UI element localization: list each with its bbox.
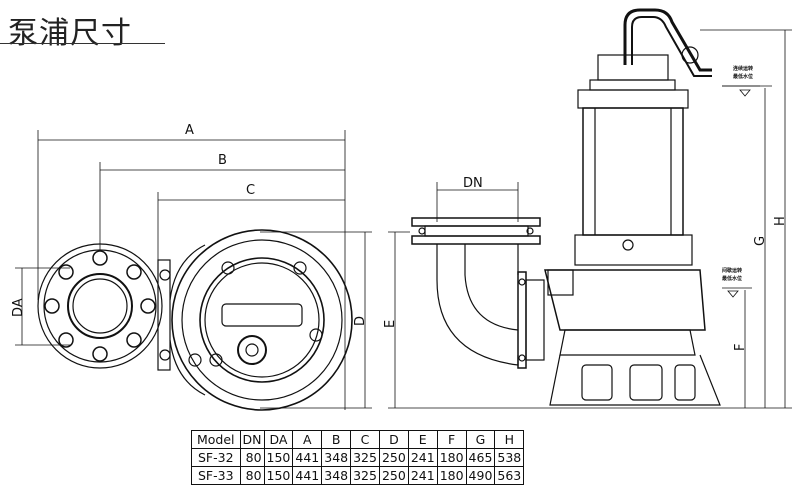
table-cell: 180 bbox=[436, 448, 467, 467]
header-cell: E bbox=[407, 430, 438, 449]
dimension-dn: DN bbox=[436, 176, 519, 222]
dimension-b: B bbox=[99, 153, 345, 250]
table-cell: SF-32 bbox=[191, 448, 241, 467]
header-cell: D bbox=[378, 430, 409, 449]
title-underline bbox=[0, 43, 165, 44]
table-row: SF-32 80 150 441 348 325 250 241 180 465… bbox=[191, 448, 525, 467]
dimension-table: Model DN DA A B C D E F G H SF-32 80 150… bbox=[191, 430, 525, 485]
header-cell: DA bbox=[263, 430, 294, 449]
table-cell: 563 bbox=[494, 466, 525, 485]
page-title: 泵浦尺寸 bbox=[8, 16, 132, 51]
header-cell: F bbox=[436, 430, 467, 449]
table-cell: 241 bbox=[407, 466, 438, 485]
dimension-da: DA bbox=[11, 267, 70, 346]
label-d: D bbox=[353, 316, 368, 326]
header-cell: Model bbox=[191, 430, 241, 449]
table-cell: 538 bbox=[494, 448, 525, 467]
table-row: SF-33 80 150 441 348 325 250 241 180 490… bbox=[191, 466, 525, 485]
table-cell: 80 bbox=[239, 466, 265, 485]
table-cell: 250 bbox=[378, 448, 409, 467]
table-cell: 348 bbox=[321, 448, 352, 467]
dimension-d: D bbox=[260, 231, 372, 409]
label-h: H bbox=[773, 216, 788, 226]
water-level-upper-line2: 最低水位 bbox=[733, 73, 753, 80]
water-level-upper-line1: 连续运转 bbox=[733, 65, 753, 72]
dimension-e: E bbox=[383, 231, 720, 409]
dimension-g: G bbox=[722, 85, 772, 408]
label-a: A bbox=[185, 123, 194, 138]
table-cell: 490 bbox=[465, 466, 496, 485]
label-c: C bbox=[246, 183, 255, 198]
label-dn: DN bbox=[463, 176, 483, 191]
table-cell: 80 bbox=[239, 448, 265, 467]
water-level-lower-line1: 间歇运转 bbox=[722, 267, 742, 274]
table-cell: 325 bbox=[350, 466, 380, 485]
water-level-lower: 间歇运转 最低水位 bbox=[722, 267, 742, 298]
water-level-upper: 连续运转 最低水位 bbox=[722, 65, 760, 97]
dimension-h: H bbox=[700, 29, 792, 409]
header-cell: H bbox=[494, 430, 525, 449]
table-cell: 150 bbox=[263, 466, 294, 485]
dimension-c: C bbox=[157, 183, 345, 280]
water-level-lower-line2: 最低水位 bbox=[722, 275, 742, 282]
table-header-row: Model DN DA A B C D E F G H bbox=[191, 430, 525, 449]
label-b: B bbox=[218, 153, 227, 168]
pump-side-view bbox=[411, 8, 721, 406]
table-cell: 180 bbox=[436, 466, 467, 485]
table-cell: SF-33 bbox=[191, 466, 241, 485]
dimension-f: F bbox=[722, 287, 752, 408]
dimension-a: A bbox=[37, 123, 346, 410]
pump-body-top-view bbox=[159, 229, 353, 411]
header-cell: G bbox=[465, 430, 496, 449]
table-cell: 348 bbox=[321, 466, 352, 485]
label-da: DA bbox=[11, 298, 26, 317]
header-cell: C bbox=[350, 430, 380, 449]
label-g: G bbox=[753, 236, 768, 246]
header-cell: B bbox=[321, 430, 352, 449]
table-cell: 241 bbox=[407, 448, 438, 467]
table-cell: 150 bbox=[263, 448, 294, 467]
header-cell: A bbox=[292, 430, 323, 449]
table-cell: 441 bbox=[292, 448, 323, 467]
label-f: F bbox=[733, 344, 748, 351]
table-cell: 250 bbox=[378, 466, 409, 485]
table-cell: 325 bbox=[350, 448, 380, 467]
label-e: E bbox=[383, 320, 398, 328]
table-cell: 465 bbox=[465, 448, 496, 467]
table-cell: 441 bbox=[292, 466, 323, 485]
header-cell: DN bbox=[239, 430, 265, 449]
discharge-flange-top-view bbox=[37, 243, 171, 371]
